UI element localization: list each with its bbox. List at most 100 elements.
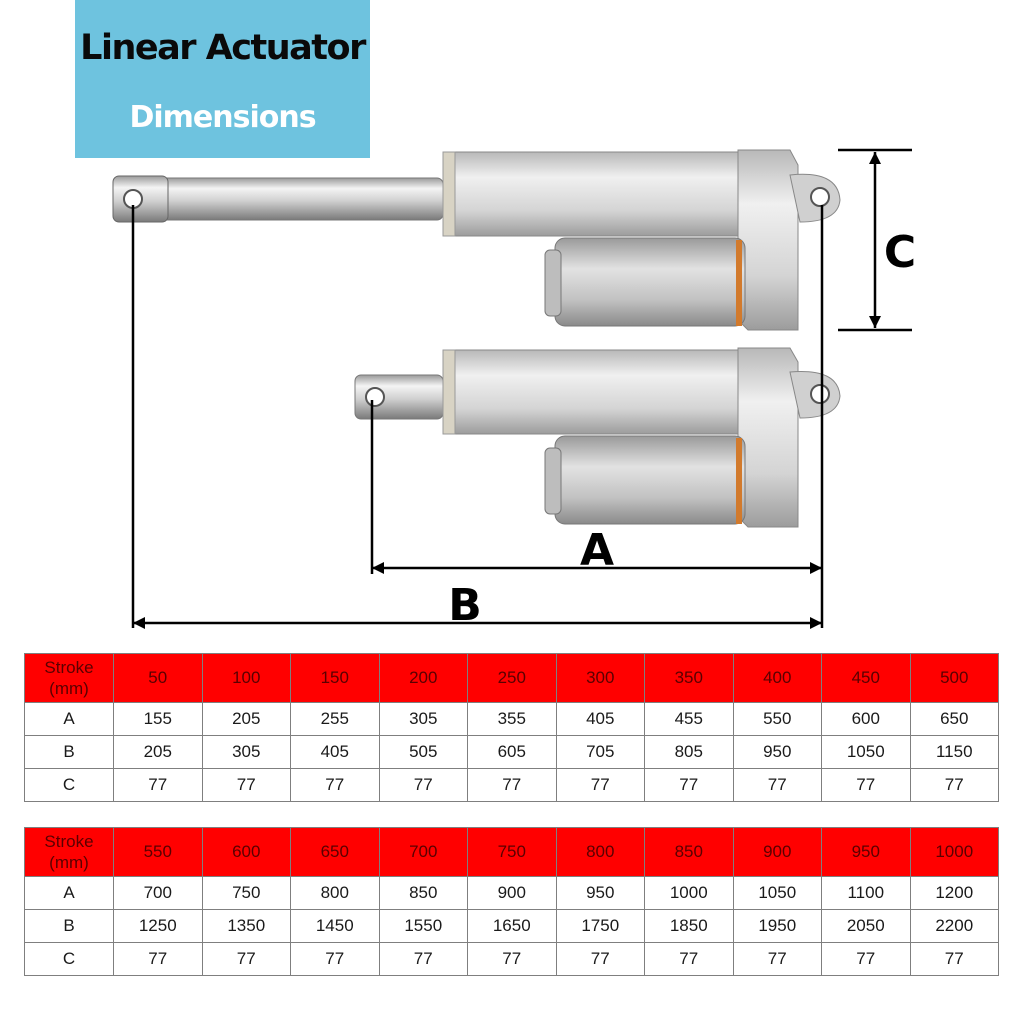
tube-end-cap bbox=[442, 349, 456, 435]
stroke-cell: 700 bbox=[378, 827, 468, 877]
label-c: C bbox=[884, 227, 916, 278]
table-cell: 77 bbox=[821, 768, 911, 802]
table-cell: 77 bbox=[113, 942, 203, 976]
table-cell: 1750 bbox=[555, 909, 645, 943]
table-cell: 155 bbox=[113, 702, 203, 736]
table-cell: 950 bbox=[732, 735, 822, 769]
row-label: B bbox=[24, 735, 114, 769]
table-cell: 77 bbox=[201, 942, 291, 976]
table-cell: 1050 bbox=[821, 735, 911, 769]
stroke-label: Stroke (mm) bbox=[24, 827, 114, 877]
table-cell: 1000 bbox=[644, 876, 734, 910]
motor-end-cap bbox=[544, 447, 562, 515]
table-row-c: C 77 77 77 77 77 77 77 77 77 77 bbox=[24, 942, 999, 976]
table-cell: 1350 bbox=[201, 909, 291, 943]
table-cell: 77 bbox=[732, 942, 822, 976]
actuator-retracted bbox=[354, 347, 841, 528]
table-cell: 1050 bbox=[732, 876, 822, 910]
table-cell: 205 bbox=[113, 735, 203, 769]
table-cell: 1650 bbox=[467, 909, 557, 943]
table-cell: 1150 bbox=[909, 735, 999, 769]
spec-table-1: Stroke(mm) 50 100 150 200 250 300 350 40… bbox=[24, 653, 999, 802]
table-cell: 77 bbox=[378, 942, 468, 976]
table-cell: 800 bbox=[290, 876, 380, 910]
stroke-unit-text: (mm) bbox=[49, 853, 89, 872]
table-cell: 1850 bbox=[644, 909, 734, 943]
mount-hole-icon bbox=[365, 387, 385, 407]
rear-mount-hole-icon bbox=[810, 187, 830, 207]
stroke-cell: 150 bbox=[290, 653, 380, 703]
table-cell: 900 bbox=[467, 876, 557, 910]
table-cell: 2050 bbox=[821, 909, 911, 943]
table-cell: 77 bbox=[467, 768, 557, 802]
table-cell: 77 bbox=[555, 942, 645, 976]
table-cell: 77 bbox=[290, 942, 380, 976]
stroke-cell: 350 bbox=[644, 653, 734, 703]
table-cell: 1250 bbox=[113, 909, 203, 943]
table-cell: 805 bbox=[644, 735, 734, 769]
stroke-cell: 300 bbox=[555, 653, 645, 703]
row-label: C bbox=[24, 942, 114, 976]
stroke-cell: 800 bbox=[555, 827, 645, 877]
table-cell: 650 bbox=[909, 702, 999, 736]
table-row-b: B 1250 1350 1450 1550 1650 1750 1850 195… bbox=[24, 909, 999, 943]
motor-seal-ring bbox=[736, 438, 742, 524]
table-cell: 77 bbox=[821, 942, 911, 976]
stroke-header-row: Stroke(mm) 550 600 650 700 750 800 850 9… bbox=[24, 827, 999, 877]
table-cell: 77 bbox=[644, 942, 734, 976]
gearbox-housing bbox=[737, 149, 799, 331]
dimension-arrowheads bbox=[133, 152, 881, 629]
row-label: B bbox=[24, 909, 114, 943]
stroke-cell: 900 bbox=[732, 827, 822, 877]
stroke-cell: 100 bbox=[201, 653, 291, 703]
motor-end-cap bbox=[544, 249, 562, 317]
table-cell: 205 bbox=[201, 702, 291, 736]
table-cell: 1100 bbox=[821, 876, 911, 910]
stroke-cell: 500 bbox=[909, 653, 999, 703]
actuator-tube bbox=[442, 151, 749, 237]
motor-seal-ring bbox=[736, 240, 742, 326]
table-cell: 2200 bbox=[909, 909, 999, 943]
arrowhead-icon bbox=[869, 316, 881, 328]
table-cell: 600 bbox=[821, 702, 911, 736]
table-cell: 77 bbox=[113, 768, 203, 802]
table-cell: 1950 bbox=[732, 909, 822, 943]
actuator-extended bbox=[112, 149, 841, 331]
table-cell: 505 bbox=[378, 735, 468, 769]
table-cell: 1550 bbox=[378, 909, 468, 943]
table-cell: 77 bbox=[909, 768, 999, 802]
row-label: C bbox=[24, 768, 114, 802]
actuator-tube bbox=[442, 349, 749, 435]
stroke-cell: 200 bbox=[378, 653, 468, 703]
stroke-cell: 650 bbox=[290, 827, 380, 877]
table-cell: 455 bbox=[644, 702, 734, 736]
title-main: Linear Actuator bbox=[80, 28, 366, 68]
table-row-a: A 155 205 255 305 355 405 455 550 600 65… bbox=[24, 702, 999, 736]
stroke-label-text: Stroke bbox=[44, 832, 94, 851]
label-a: A bbox=[580, 525, 614, 576]
table-cell: 255 bbox=[290, 702, 380, 736]
arrowhead-icon bbox=[133, 617, 145, 629]
row-label: A bbox=[24, 876, 114, 910]
arrowhead-icon bbox=[810, 617, 822, 629]
table-cell: 605 bbox=[467, 735, 557, 769]
table-cell: 77 bbox=[378, 768, 468, 802]
stroke-cell: 50 bbox=[113, 653, 203, 703]
table-cell: 950 bbox=[555, 876, 645, 910]
stroke-cell: 750 bbox=[467, 827, 557, 877]
table-cell: 700 bbox=[113, 876, 203, 910]
table-cell: 850 bbox=[378, 876, 468, 910]
dimension-lines bbox=[131, 148, 912, 628]
table-row-c: C 77 77 77 77 77 77 77 77 77 77 bbox=[24, 768, 999, 802]
table-cell: 77 bbox=[467, 942, 557, 976]
table-cell: 77 bbox=[201, 768, 291, 802]
table-cell: 77 bbox=[290, 768, 380, 802]
stroke-label: Stroke(mm) bbox=[24, 653, 114, 703]
table-cell: 77 bbox=[909, 942, 999, 976]
stroke-cell: 450 bbox=[821, 653, 911, 703]
arrowhead-icon bbox=[810, 562, 822, 574]
stroke-cell: 600 bbox=[201, 827, 291, 877]
table-row-a: A 700 750 800 850 900 950 1000 1050 1100… bbox=[24, 876, 999, 910]
title-banner: Linear Actuator Dimensions bbox=[75, 0, 370, 158]
tube-end-cap bbox=[442, 151, 456, 237]
